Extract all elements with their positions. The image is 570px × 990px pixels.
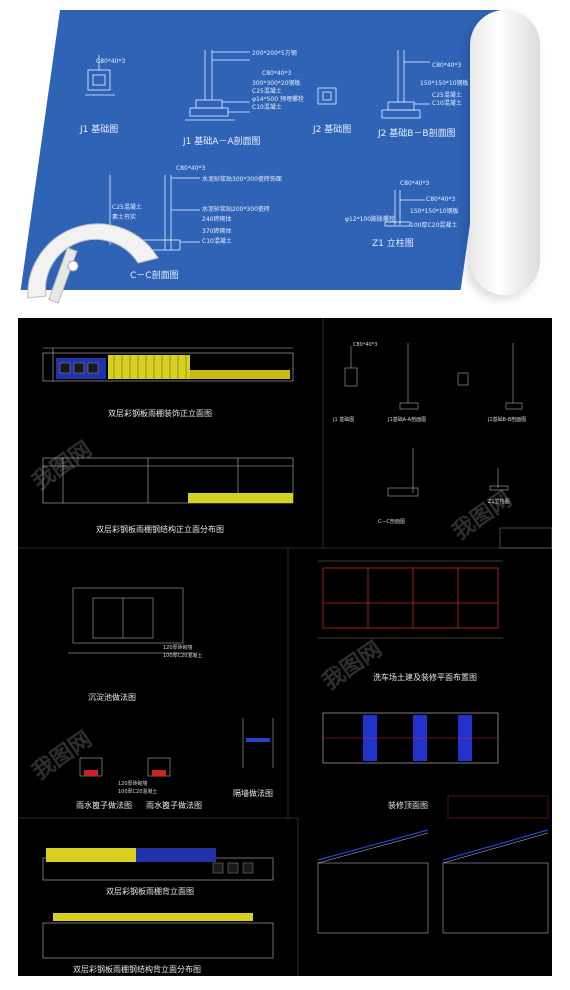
blueprint-linework (85, 50, 430, 251)
label-j1-plan: J1 基础图 (80, 125, 119, 135)
note: C80*40*3 (426, 196, 456, 203)
note: 素土夯实 (112, 214, 137, 221)
note: C80*40*3 (176, 165, 206, 172)
note: C10混凝土 (202, 238, 232, 245)
note: 100厚C20混凝土 (118, 789, 158, 795)
title-c-section: C—C剖面图 (378, 519, 405, 525)
cad-drawing-panel: 我图网 我图网 我图网 我图网 双层彩钢板雨棚装饰正立面图 双层彩钢板雨棚钢结构… (18, 318, 552, 976)
note: 240砖砌体 (202, 216, 232, 223)
title-rain-grate-1: 雨水篦子做法图 (76, 801, 132, 810)
note: C10混凝土 (252, 104, 282, 111)
note: 150*150*10钢板 (410, 208, 459, 215)
note: 200*200*5方钢 (252, 50, 297, 57)
title-j1-section: J1基础A-A剖面图 (388, 417, 427, 423)
title-back-struct: 双层彩钢板雨棚钢结构背立面分布图 (73, 965, 201, 974)
note: 300*300*20钢板 (252, 80, 301, 87)
title-z1: Z1立柱图 (488, 499, 510, 505)
title-sediment: 沉淀池做法图 (88, 693, 136, 702)
title-partition: 隔墙做法图 (233, 789, 273, 798)
title-layout-plan: 洗车场土建及装修平面布置图 (373, 673, 477, 682)
title-back-elevation: 双层彩钢板雨棚背立面图 (106, 887, 194, 896)
title-rain-grate-2: 雨水篦子做法图 (146, 801, 202, 810)
title-ceiling: 装修顶面图 (388, 801, 428, 810)
title-j2-section: J2基础B-B剖面图 (488, 417, 527, 423)
note: 370砖砌体 (202, 228, 232, 235)
note: C25混凝土 (432, 92, 462, 99)
note: 100厚C20混凝土 (410, 222, 458, 229)
note: 100厚C20混凝土 (163, 653, 203, 659)
paper-roll (470, 10, 540, 295)
note: C25混凝土 (112, 204, 142, 211)
note: C80*40*3 (262, 70, 292, 77)
note: C25混凝土 (252, 88, 282, 95)
protractor-icon (27, 223, 159, 304)
note: C80*40*3 (96, 58, 126, 65)
note: C10混凝土 (432, 100, 462, 107)
blueprint-image: J1 基础图 J1 基础A－A剖面图 J2 基础图 J2 基础B－B剖面图 C－… (0, 0, 570, 305)
title-j1-plan: J1 基础图 (333, 417, 355, 423)
label-c-section: C－C剖面图 (130, 271, 179, 281)
note: 水泥砂浆贴200*300瓷砖 (202, 206, 270, 213)
note: C80*40*3 (353, 342, 378, 348)
note: 120厚砖砌墙 (163, 645, 193, 651)
label-j1-section: J1 基础A－A剖面图 (183, 137, 261, 147)
note: 水泥砂浆贴300*300瓷砖饰面 (202, 176, 282, 183)
title-front-elevation: 双层彩钢板雨棚装饰正立面图 (108, 409, 212, 418)
note: φ14*500 预埋螺栓 (252, 96, 304, 103)
note: 150*150*10钢板 (420, 80, 469, 87)
label-z1: Z1 立柱图 (372, 239, 414, 249)
title-struct-elevation: 双层彩钢板雨棚钢结构正立面分布图 (96, 525, 224, 534)
label-j2-plan: J2 基础图 (313, 125, 352, 135)
note: φ12*100膨胀螺栓 (345, 216, 396, 223)
note: 120厚砖砌墙 (118, 781, 148, 787)
label-j2-section: J2 基础B－B剖面图 (378, 129, 456, 139)
cad-linework (18, 318, 552, 976)
note: C80*40*3 (432, 62, 462, 69)
note: C80*40*3 (400, 180, 430, 187)
